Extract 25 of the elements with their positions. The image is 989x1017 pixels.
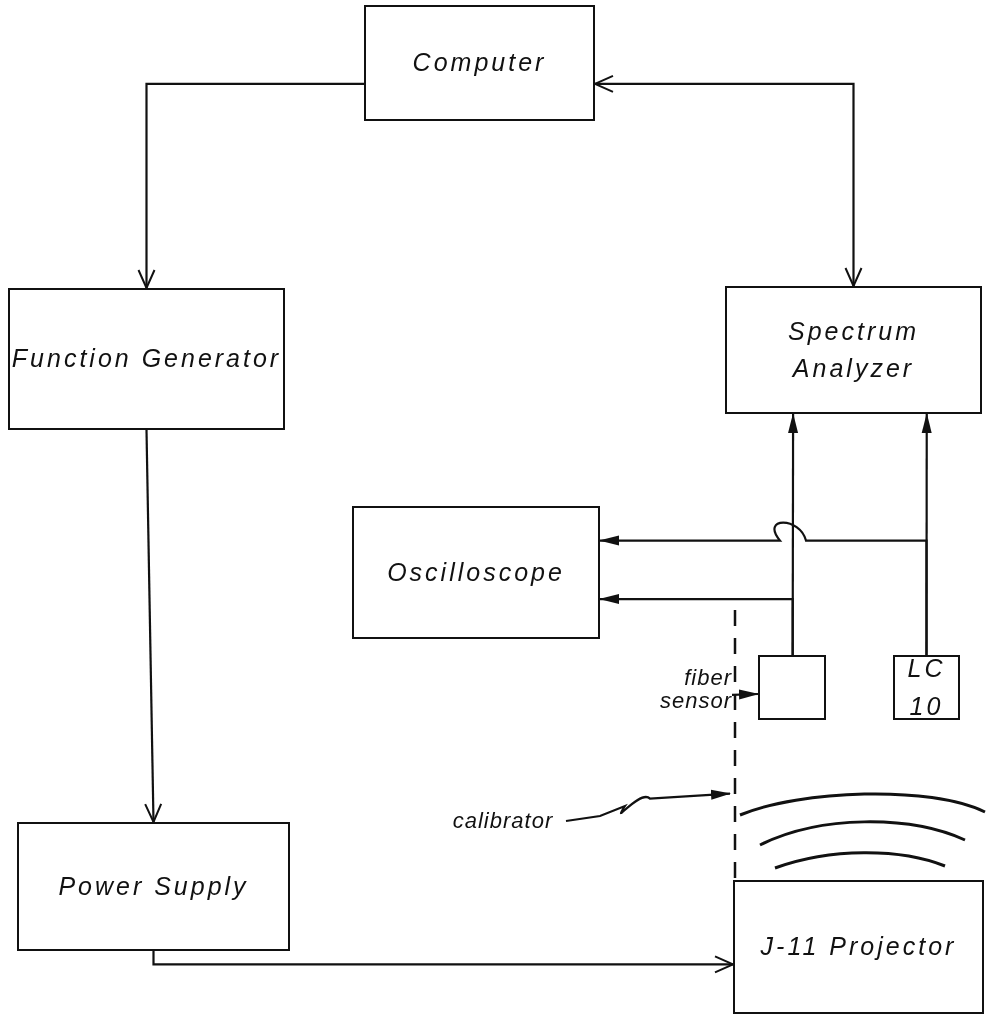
box-label: Spectrum Analyzer [787,315,920,384]
process-box [17,822,290,951]
leader-line [731,689,759,700]
arrow [137,82,364,289]
sensor-box [893,655,960,720]
arrow [594,74,863,287]
sensor-label: fiber sensor [658,665,732,713]
arrow [599,594,794,655]
box-label: J-11 Projector [760,931,957,963]
box-label: LC 10 [906,653,947,722]
box-label: Computer [412,47,547,79]
process-box [352,506,600,639]
process-box [725,286,982,414]
arrow [599,521,928,655]
sensor-box [758,655,826,720]
arrow [144,430,163,823]
computer-box [364,5,595,121]
process-box [8,288,285,430]
projector-box [733,880,984,1014]
calibrator-label: calibrator [452,809,554,833]
arrow [152,951,734,974]
box-label: Function Generator [11,343,282,375]
box-label: Oscilloscope [387,556,565,588]
leader-line [565,789,731,823]
box-label: Power Supply [58,870,249,902]
